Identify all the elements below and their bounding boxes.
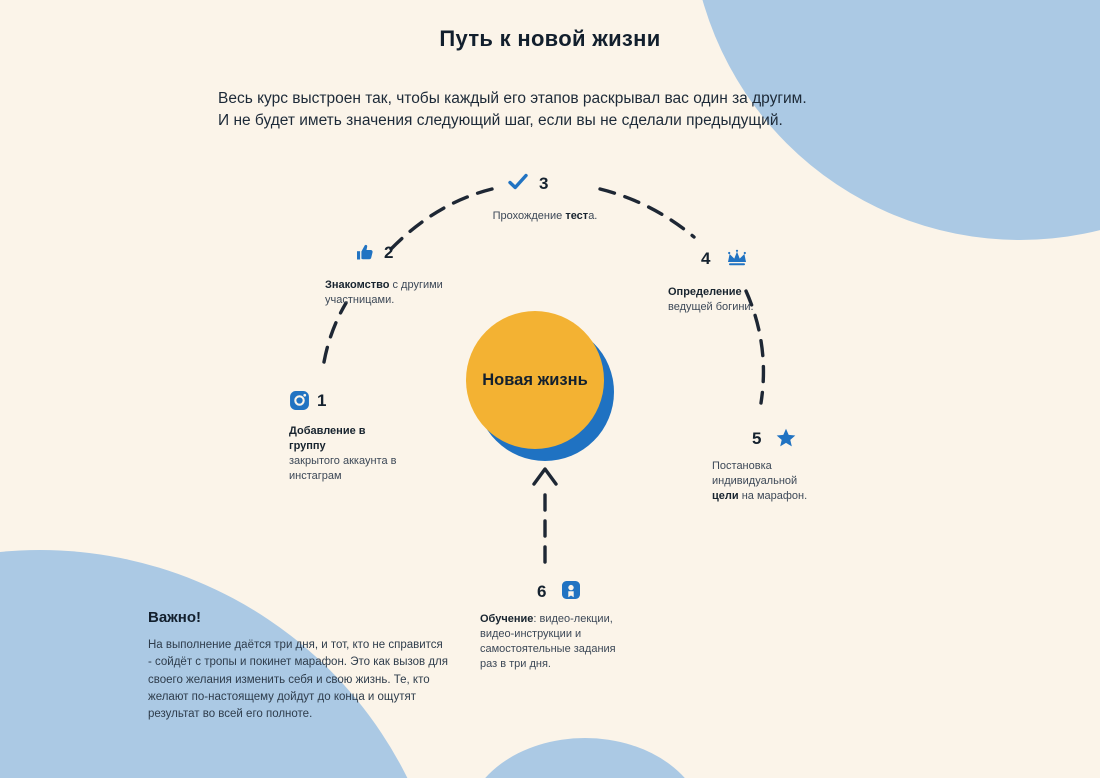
arc-step1-step2 [322,301,348,364]
blob-bottom-center [465,738,705,778]
certificate-icon [561,580,581,600]
step-number: 6 [537,582,547,601]
subtitle-line-2: И не будет иметь значения следующий шаг,… [218,112,783,129]
step-text: Знакомство с другими участницами. [325,278,465,308]
arc-step3-step4 [598,187,696,239]
step-text: Постановка индивидуальной цели на марафо… [712,459,822,504]
instagram-icon [289,390,310,411]
arc-step2-step3 [389,187,494,251]
step-text-regular: а. [588,210,598,222]
step-text-regular: : видео-лекции, видео-инструкции и самос… [480,613,616,670]
step-text-regular: Постановка индивидуальной [712,460,798,487]
center-circle: Новая жизнь [466,311,604,449]
step-text-bold: цели [712,489,739,502]
subtitle-line-1: Весь курс выстроен так, чтобы каждый его… [218,90,807,107]
arrow-step6-head [532,467,558,486]
step-text-bold: тест [565,210,589,222]
crown-icon [725,249,749,267]
step-text-regular: Прохождение [492,210,566,222]
step-text-regular: ведущей богини. [668,300,754,313]
step-number: 1 [317,391,327,410]
important-heading: Важно! [148,609,202,626]
center-label: Новая жизнь [482,370,588,389]
step-text-bold: Обучение [480,613,534,625]
star-icon [776,428,796,448]
step-text: Обучение: видео-лекции, видео-инструкции… [480,612,618,671]
step-text-regular: с другими участницами. [325,279,443,306]
step-text-regular: закрытого аккаунта в инстаграм [289,454,397,482]
step-number: 3 [539,174,549,193]
step-text: Прохождение теста. [490,209,600,224]
step-text-regular: на марафон. [738,489,808,502]
page-subtitle: Весь курс выстроен так, чтобы каждый его… [218,88,807,132]
step-text-bold: Определение [668,286,742,298]
check-icon [506,170,530,194]
step-text: Определение ведущей богини. [668,285,760,315]
step-number: 4 [701,249,711,268]
important-body: На выполнение даётся три дня, и тот, кто… [148,639,448,720]
step-number: 2 [384,243,394,262]
thumbs-up-icon [355,242,375,262]
step-text-bold: Добавление в группу [289,425,366,452]
step-number: 5 [752,429,762,448]
page-title: Путь к новой жизни [439,26,661,51]
step-text-bold: Знакомство [325,279,390,291]
